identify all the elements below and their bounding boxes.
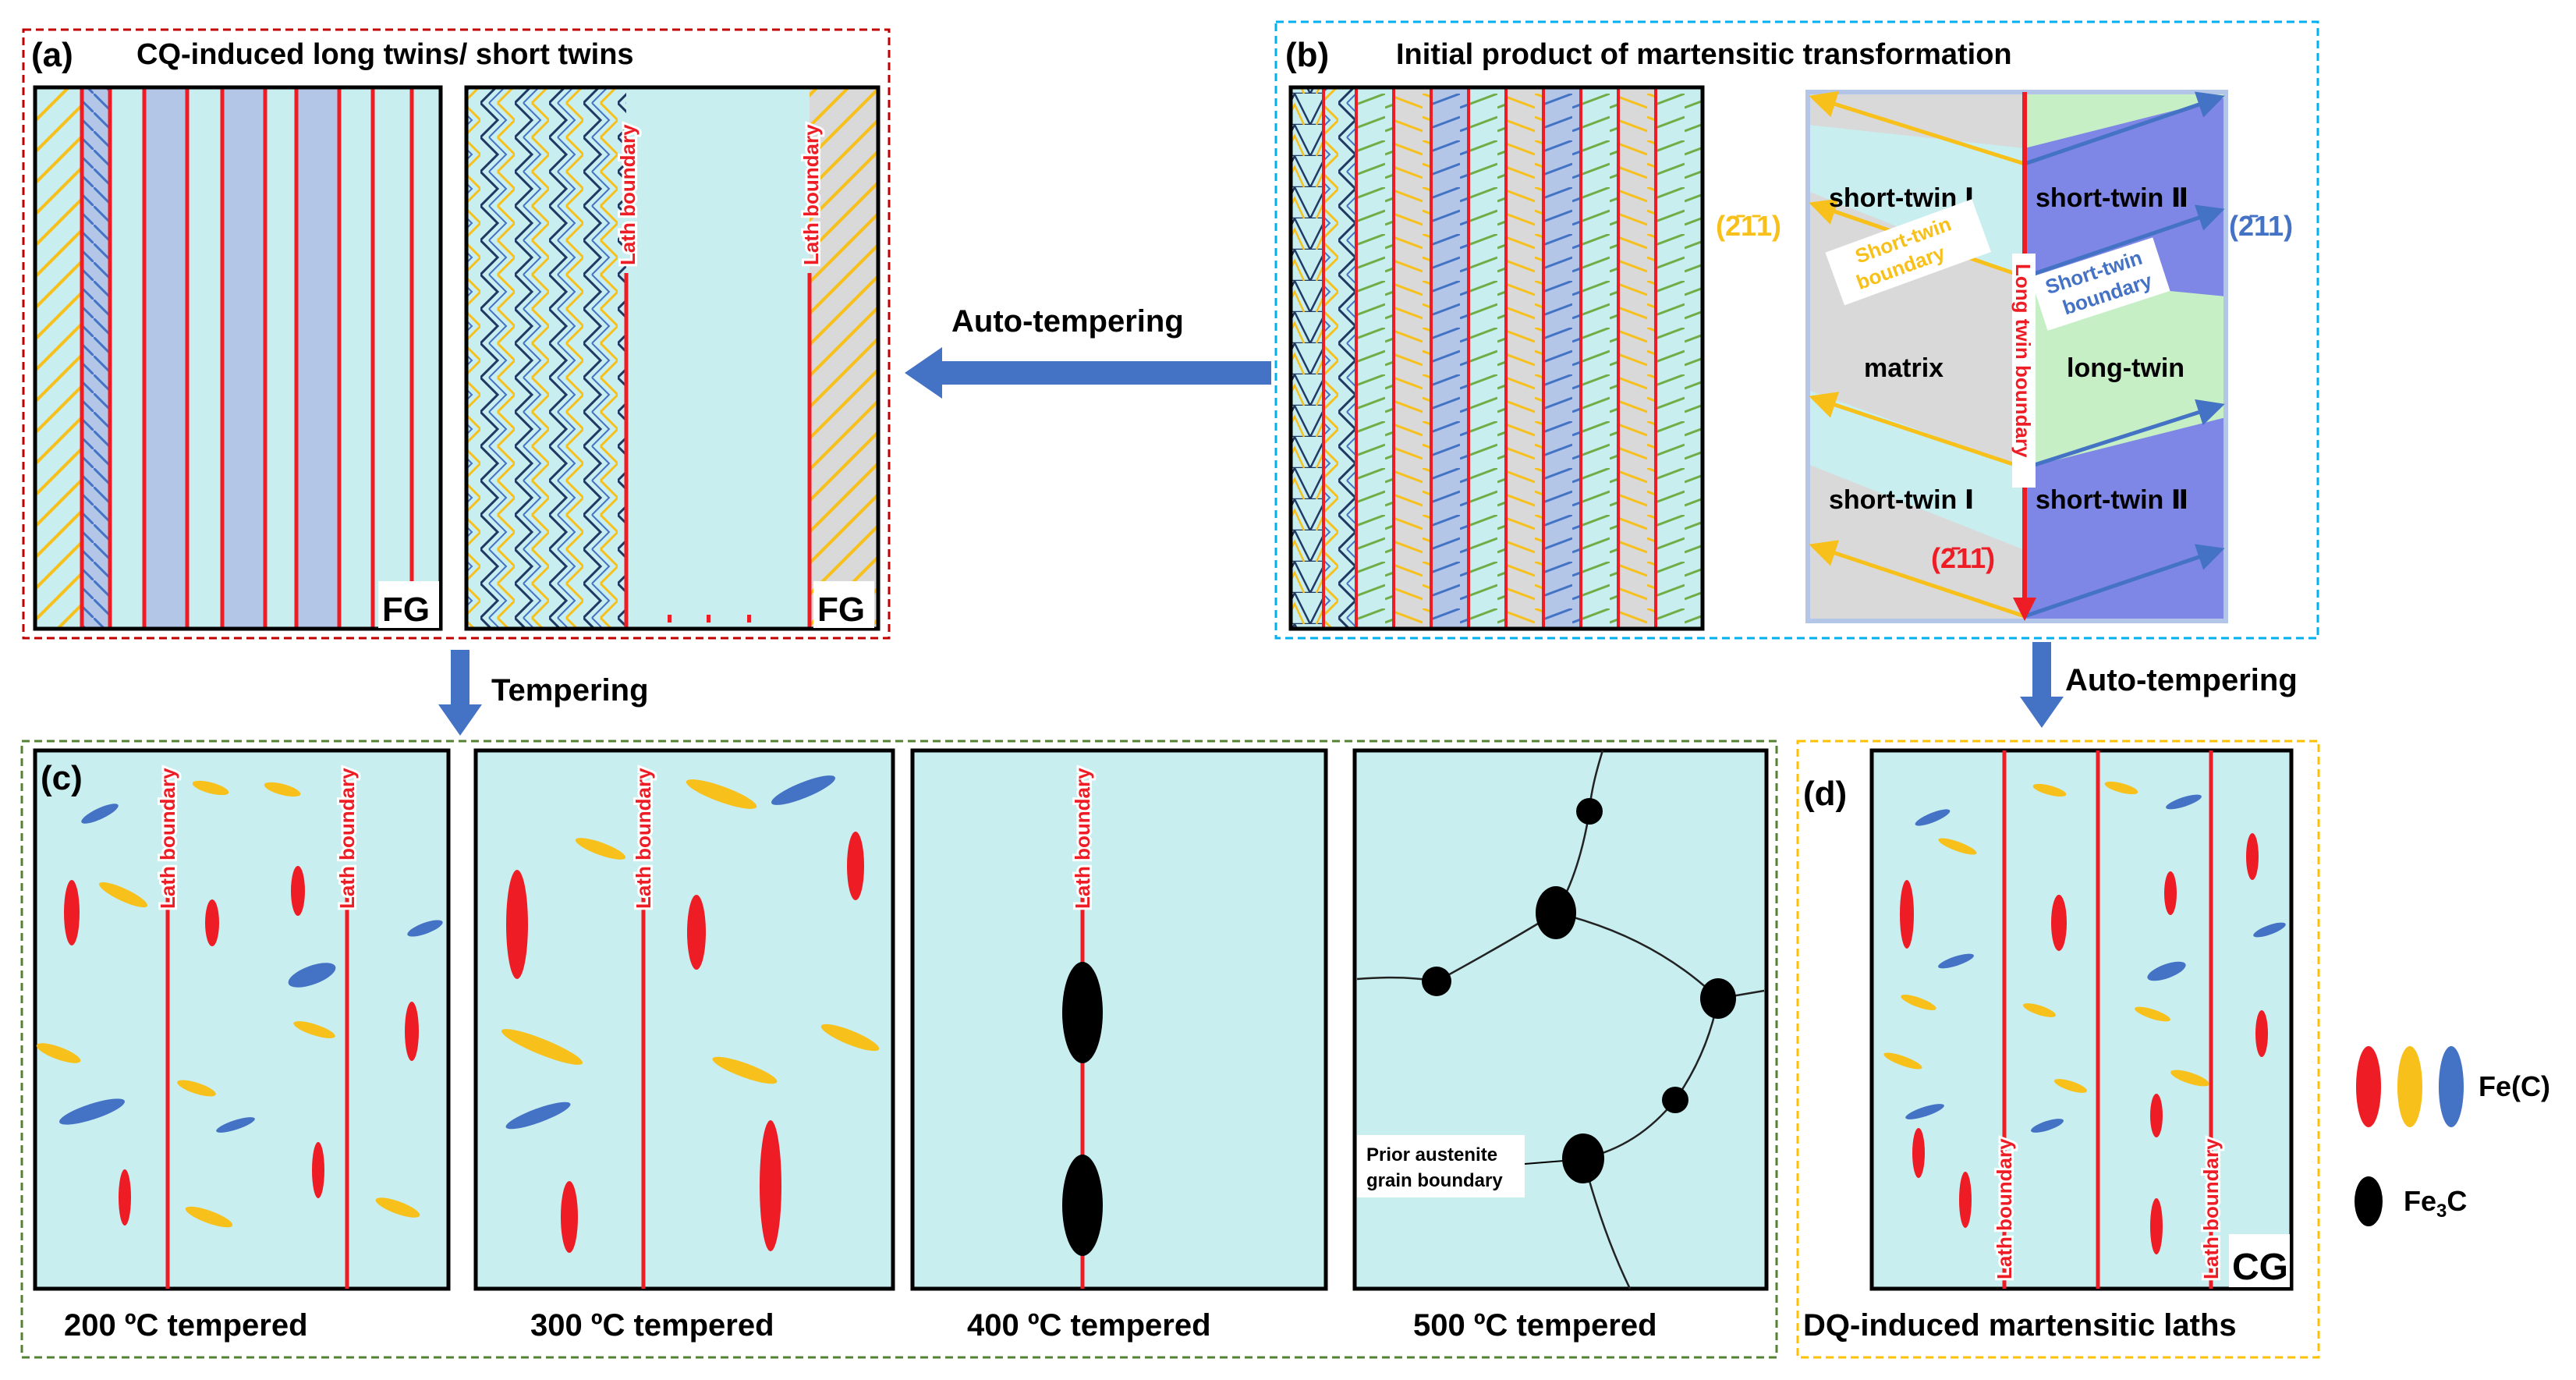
region-short-twin-2-top: short-twin Ⅱ [2036,183,2188,213]
initial-twin-schematic [1288,85,1705,631]
panel-c-frame [20,740,1778,1359]
grain-boundary-label-line1: Prior austenite [1366,1144,1497,1165]
panel-c: Lath boundary Lath boundary 200 ºC tempe… [20,740,1778,1359]
tempering-label: Tempering [491,673,649,708]
fg-tag-2: FG [817,591,865,629]
lath-boundary-label-d2: Lath boundary [2199,1138,2223,1279]
plane-bottom: (2̄11̄) [1931,542,1995,574]
caption-400c: 400 ºC tempered [967,1308,1211,1343]
short-twin-boundary-right-label: Short-twin boundary [2030,237,2170,331]
plane-right: (2̄11) [2229,210,2293,242]
tempered-400c: Lath boundary 400 ºC tempered [910,748,1328,1343]
lath-boundary-label-c2: Lath boundary [335,768,359,909]
legend: Fe(C) Fe3C [2355,1046,2550,1226]
panel-d-label: (d) [1803,775,1847,813]
cg-tag: CG [2232,1247,2288,1288]
fg-tag-1: FG [382,591,430,629]
twin-crystallography-schematic: short-twin Ⅰ short-twin Ⅱ matrix long-tw… [1716,90,2293,623]
region-short-twin-1-bottom: short-twin Ⅰ [1829,485,1974,515]
panel-a-title: CQ-induced long twins/ short twins [136,38,634,71]
tempering-arrow: Tempering [438,650,649,736]
auto-tempering-label-left: Auto-tempering [951,304,1184,339]
panel-c-label: (c) [41,759,83,797]
auto-tempering-arrow-down: Auto-tempering [2020,642,2298,728]
legend-fe3c-label: Fe3C [2404,1185,2467,1222]
plane-left: (2̄1̄1) [1716,210,1781,242]
lath-boundary-label-c1: Lath boundary [156,768,179,909]
lath-boundary-label-d1: Lath boundary [1993,1138,2016,1279]
legend-fe3c-sub: 3 [2436,1201,2447,1222]
caption-300c: 300 ºC tempered [530,1308,774,1343]
panel-d-precipitates [1883,781,2286,1254]
long-twin-schematic: FG [33,85,443,631]
tempered-200c: Lath boundary Lath boundary 200 ºC tempe… [33,748,451,1343]
lath-boundary-label-a2: Lath boundary [799,124,823,265]
caption-200c: 200 ºC tempered [64,1308,308,1343]
lath-boundary-label-a1: Lath boundary [616,124,640,265]
panel-b-label: (b) [1285,36,1329,74]
tempered-300c: Lath boundary 300 ºC tempered [473,748,895,1343]
legend-fe-c-red [2356,1046,2381,1127]
auto-tempering-arrow-left: Auto-tempering [905,304,1271,399]
legend-fe3c-c: C [2447,1185,2467,1217]
panel-d: Lath boundary Lath boundary [1796,740,2320,1359]
caption-500c: 500 ºC tempered [1413,1308,1657,1343]
panel-b-frame [1274,20,2319,640]
panel-a: (a) CQ-induced long twins/ short twins [22,28,891,640]
grain-boundary-label-line2: grain boundary [1366,1170,1503,1191]
legend-fe-c-label: Fe(C) [2479,1070,2550,1102]
long-twin-boundary-text: Long twin boundary [2011,264,2035,458]
long-twin-boundary-label: Long twin boundary [2011,254,2036,488]
lath-boundary-label-c3: Lath boundary [632,768,655,909]
short-twin-schematic: Lath boundary Lath boundary FG [464,85,881,631]
legend-fe-c-yellow [2397,1046,2422,1127]
tempered-500c: Prior austenite grain boundary 500 ºC te… [1352,748,1769,1343]
legend-fe3c-black [2355,1176,2383,1226]
panel-b: (b) Initial product of martensitic trans… [1274,20,2319,640]
legend-fe-c-blue [2439,1046,2464,1127]
region-long-twin: long-twin [2067,353,2184,383]
lath-boundary-label-c4: Lath boundary [1071,768,1094,909]
region-matrix: matrix [1864,353,1944,383]
panel-d-frame [1796,740,2320,1359]
panel-a-label: (a) [31,36,73,74]
auto-tempering-label-down: Auto-tempering [2065,663,2298,697]
region-short-twin-2-bottom: short-twin Ⅱ [2036,485,2188,515]
panel-d-caption: DQ-induced martensitic laths [1803,1308,2237,1343]
panel-b-title: Initial product of martensitic transform… [1396,38,2012,71]
